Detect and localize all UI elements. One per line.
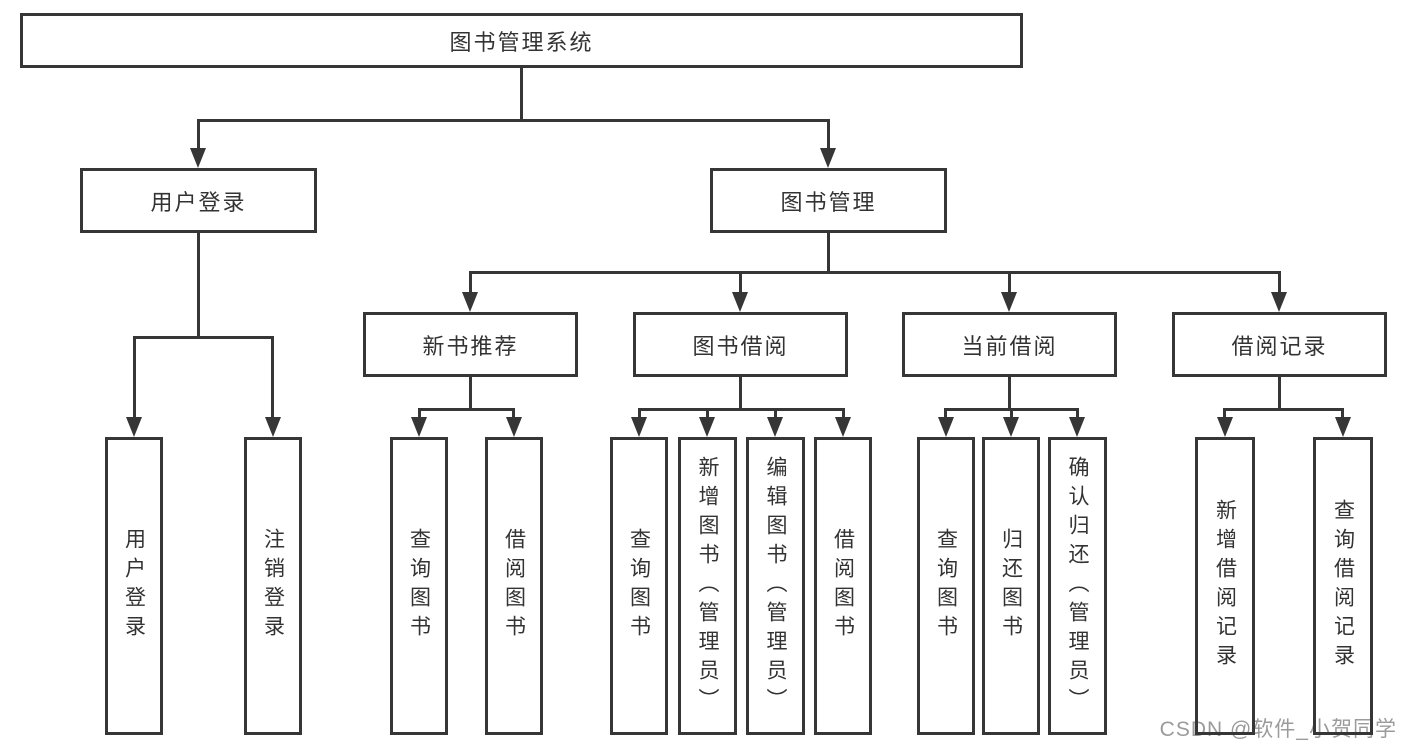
leaf-label: 用户登录 xyxy=(122,528,146,644)
connector-line xyxy=(739,271,742,296)
leaf-add-borrow-record: 新增借阅记录 xyxy=(1195,437,1255,735)
connector-line xyxy=(133,336,274,339)
connector-line xyxy=(827,233,830,274)
leaf-label: 新增图书（管理员） xyxy=(696,455,719,717)
connector-line xyxy=(739,377,742,411)
leaf-query-books-1: 查询图书 xyxy=(390,437,448,735)
node-borrowing-records: 借阅记录 xyxy=(1172,312,1387,377)
connector-line xyxy=(469,271,1281,274)
connector-line xyxy=(1076,408,1079,421)
arrow-down-icon xyxy=(1217,417,1233,437)
leaf-label: 注销登录 xyxy=(261,528,285,644)
arrow-down-icon xyxy=(411,417,427,437)
connector-line xyxy=(512,408,515,421)
arrow-down-icon xyxy=(126,417,142,437)
connector-line xyxy=(197,119,200,152)
arrow-down-icon xyxy=(767,417,783,437)
connector-line xyxy=(1223,408,1344,411)
arrow-down-icon xyxy=(1271,292,1287,312)
leaf-label: 查询借阅记录 xyxy=(1331,499,1355,673)
connector-line xyxy=(638,408,845,411)
connector-line xyxy=(1223,408,1226,421)
connector-line xyxy=(197,119,830,122)
node-root: 图书管理系统 xyxy=(20,13,1023,68)
leaf-logout: 注销登录 xyxy=(244,437,302,735)
arrow-down-icon xyxy=(631,417,647,437)
connector-line xyxy=(469,271,472,296)
node-new-book-recommendation: 新书推荐 xyxy=(363,312,578,377)
node-current-borrowing: 当前借阅 xyxy=(902,312,1117,377)
leaf-borrow-books-1: 借阅图书 xyxy=(485,437,543,735)
leaf-query-borrow-record: 查询借阅记录 xyxy=(1313,437,1373,735)
leaf-label: 查询图书 xyxy=(407,528,431,644)
connector-line xyxy=(197,233,200,339)
leaf-confirm-return-admin: 确认归还（管理员） xyxy=(1048,437,1107,735)
leaf-user-login: 用户登录 xyxy=(105,437,163,735)
arrow-down-icon xyxy=(732,292,748,312)
arrow-down-icon xyxy=(1335,417,1351,437)
leaf-label: 归还图书 xyxy=(999,528,1023,644)
node-label: 图书管理 xyxy=(780,189,877,215)
node-user-login: 用户登录 xyxy=(80,168,317,233)
leaf-label: 新增借阅记录 xyxy=(1213,499,1237,673)
connector-line xyxy=(944,408,947,421)
leaf-label: 查询图书 xyxy=(934,528,958,644)
node-label: 用户登录 xyxy=(150,189,247,215)
arrow-down-icon xyxy=(938,417,954,437)
connector-line xyxy=(418,408,515,411)
node-label: 新书推荐 xyxy=(422,333,519,359)
leaf-return-books: 归还图书 xyxy=(982,437,1040,735)
arrow-down-icon xyxy=(820,148,836,168)
connector-line xyxy=(1278,271,1281,296)
connector-line xyxy=(133,336,136,422)
connector-line xyxy=(1341,408,1344,421)
leaf-label: 编辑图书（管理员） xyxy=(764,455,787,717)
arrow-down-icon xyxy=(1001,292,1017,312)
leaf-query-books-3: 查询图书 xyxy=(917,437,975,735)
connector-line xyxy=(827,119,830,152)
arrow-down-icon xyxy=(1069,417,1085,437)
connector-line xyxy=(1008,377,1011,411)
connector-line xyxy=(520,68,523,122)
leaf-label: 借阅图书 xyxy=(831,528,855,644)
connector-line xyxy=(418,408,421,421)
leaf-label: 确认归还（管理员） xyxy=(1066,455,1089,717)
leaf-borrow-books-2: 借阅图书 xyxy=(814,437,872,735)
node-root-label: 图书管理系统 xyxy=(449,29,594,55)
connector-line xyxy=(469,377,472,411)
leaf-label: 查询图书 xyxy=(627,528,651,644)
connector-line xyxy=(1010,408,1013,421)
node-label: 图书借阅 xyxy=(692,333,789,359)
connector-line xyxy=(1278,377,1281,411)
node-label: 当前借阅 xyxy=(961,333,1058,359)
arrow-down-icon xyxy=(265,417,281,437)
connector-line xyxy=(706,408,709,421)
leaf-edit-books-admin: 编辑图书（管理员） xyxy=(746,437,805,735)
arrow-down-icon xyxy=(1003,417,1019,437)
arrow-down-icon xyxy=(506,417,522,437)
connector-line xyxy=(271,336,274,422)
connector-line xyxy=(1008,271,1011,296)
arrow-down-icon xyxy=(190,148,206,168)
arrow-down-icon xyxy=(699,417,715,437)
arrow-down-icon xyxy=(462,292,478,312)
connector-line xyxy=(638,408,641,421)
csdn-watermark: CSDN @软件_小贺同学 xyxy=(1159,718,1397,741)
leaf-add-books-admin: 新增图书（管理员） xyxy=(678,437,737,735)
connector-line xyxy=(774,408,777,421)
leaf-query-books-2: 查询图书 xyxy=(610,437,668,735)
node-book-borrowing: 图书借阅 xyxy=(633,312,848,377)
node-book-management: 图书管理 xyxy=(710,168,947,233)
arrow-down-icon xyxy=(835,417,851,437)
node-label: 借阅记录 xyxy=(1231,333,1328,359)
connector-line xyxy=(842,408,845,421)
leaf-label: 借阅图书 xyxy=(502,528,526,644)
